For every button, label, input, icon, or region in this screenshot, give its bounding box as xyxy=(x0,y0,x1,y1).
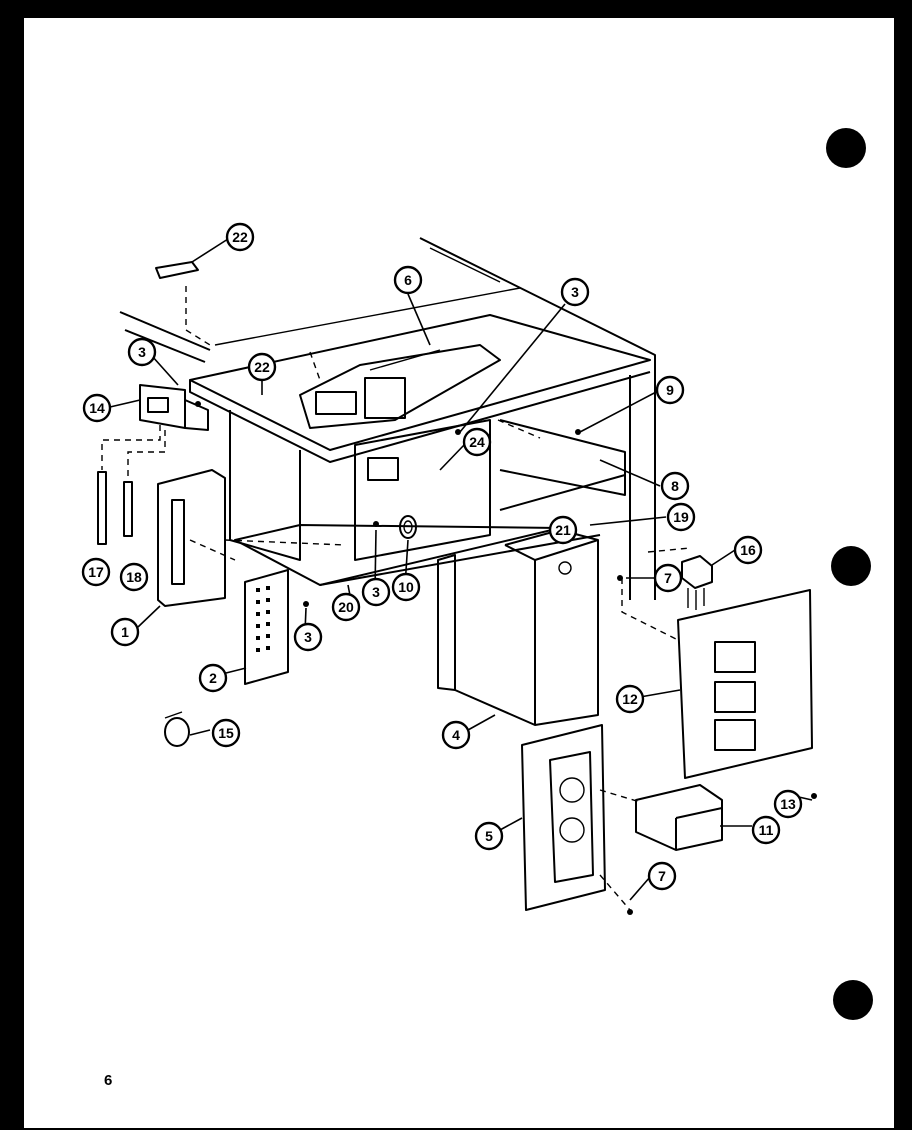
grommet xyxy=(399,515,417,539)
callout-16: 16 xyxy=(733,535,763,565)
callout-19: 19 xyxy=(666,502,696,532)
callout-16-label: 16 xyxy=(740,542,756,558)
element-18 xyxy=(123,481,133,537)
terminal-board-5 xyxy=(521,724,641,911)
callout-11: 11 xyxy=(751,815,781,845)
wire-harness-15 xyxy=(164,711,190,747)
fan-shroud-assembly xyxy=(299,344,501,429)
callout-13: 13 xyxy=(773,789,803,819)
thermostat-assembly xyxy=(101,384,209,480)
callout-21: 21 xyxy=(548,515,578,545)
binder-hole-top xyxy=(826,128,866,168)
callout-4: 4 xyxy=(441,720,471,750)
callout-9-label: 9 xyxy=(666,382,674,398)
callout-14-label: 14 xyxy=(89,400,105,416)
callout-3-left-label: 3 xyxy=(138,344,146,360)
callout-14: 14 xyxy=(82,393,112,423)
binder-hole-middle xyxy=(831,546,871,586)
callout-17-label: 17 xyxy=(88,564,104,580)
page-number: 6 xyxy=(104,1072,113,1089)
callout-8: 8 xyxy=(660,471,690,501)
callout-5-label: 5 xyxy=(485,828,493,844)
callout-4-label: 4 xyxy=(452,727,460,743)
callout-8-label: 8 xyxy=(671,478,679,494)
control-panel-holes xyxy=(256,586,270,652)
bracket-panel-1 xyxy=(157,469,236,607)
callout-15: 15 xyxy=(211,718,241,748)
mounting-bracket-top xyxy=(155,261,211,346)
top-cover-panel xyxy=(189,314,651,463)
callout-24: 24 xyxy=(462,427,492,457)
callout-1: 1 xyxy=(110,617,140,647)
control-box-back-panel xyxy=(229,410,626,561)
callout-3-top: 3 xyxy=(560,277,590,307)
callout-2: 2 xyxy=(198,663,228,693)
callout-6-top-label: 6 xyxy=(404,272,412,288)
callout-21-label: 21 xyxy=(555,522,571,538)
callout-19-label: 19 xyxy=(673,509,689,525)
callout-7-right: 7 xyxy=(653,563,683,593)
callout-3-top-label: 3 xyxy=(571,284,579,300)
callout-7-bottom-label: 7 xyxy=(658,868,666,884)
callout-10-label: 10 xyxy=(398,579,414,595)
callout-3-mid-label: 3 xyxy=(372,584,380,600)
callout-20: 20 xyxy=(331,592,361,622)
callout-11-label: 11 xyxy=(759,822,774,838)
callout-7-right-label: 7 xyxy=(664,570,672,586)
callout-12: 12 xyxy=(615,684,645,714)
callout-5: 5 xyxy=(474,821,504,851)
callout-13-label: 13 xyxy=(780,796,796,812)
cover-plate-12 xyxy=(621,578,813,779)
callout-1-label: 1 xyxy=(121,624,129,640)
callout-2-label: 2 xyxy=(209,670,217,686)
callout-15-label: 15 xyxy=(218,725,234,741)
callout-3-bottom: 3 xyxy=(293,622,323,652)
callout-3-left: 3 xyxy=(127,337,157,367)
dashed-line xyxy=(309,351,321,381)
dashed-line-2 xyxy=(224,539,346,546)
callout-18: 18 xyxy=(119,562,149,592)
callout-17: 17 xyxy=(81,557,111,587)
callout-22-left: 22 xyxy=(247,352,277,382)
callout-22-top-label: 22 xyxy=(232,229,248,245)
callout-24-label: 24 xyxy=(469,434,485,450)
dashed-line-3 xyxy=(497,419,541,439)
binder-hole-bottom xyxy=(833,980,873,1020)
circuit-breaker-11 xyxy=(635,784,723,851)
screws xyxy=(195,401,817,915)
callout-3-bottom-label: 3 xyxy=(304,629,312,645)
callout-18-label: 18 xyxy=(126,569,142,585)
callout-9: 9 xyxy=(655,375,685,405)
callout-20-label: 20 xyxy=(338,599,354,615)
element-17 xyxy=(97,471,107,545)
diagram-sheet xyxy=(24,18,894,1128)
callout-6-top: 6 xyxy=(393,265,423,295)
callout-22-top: 22 xyxy=(225,222,255,252)
callout-12-label: 12 xyxy=(622,691,638,707)
callout-7-bottom: 7 xyxy=(647,861,677,891)
leader-lines xyxy=(109,238,813,901)
callout-22-left-label: 22 xyxy=(254,359,270,375)
callout-3-mid: 3 xyxy=(361,577,391,607)
callout-10: 10 xyxy=(391,572,421,602)
control-panel-2 xyxy=(244,569,289,685)
